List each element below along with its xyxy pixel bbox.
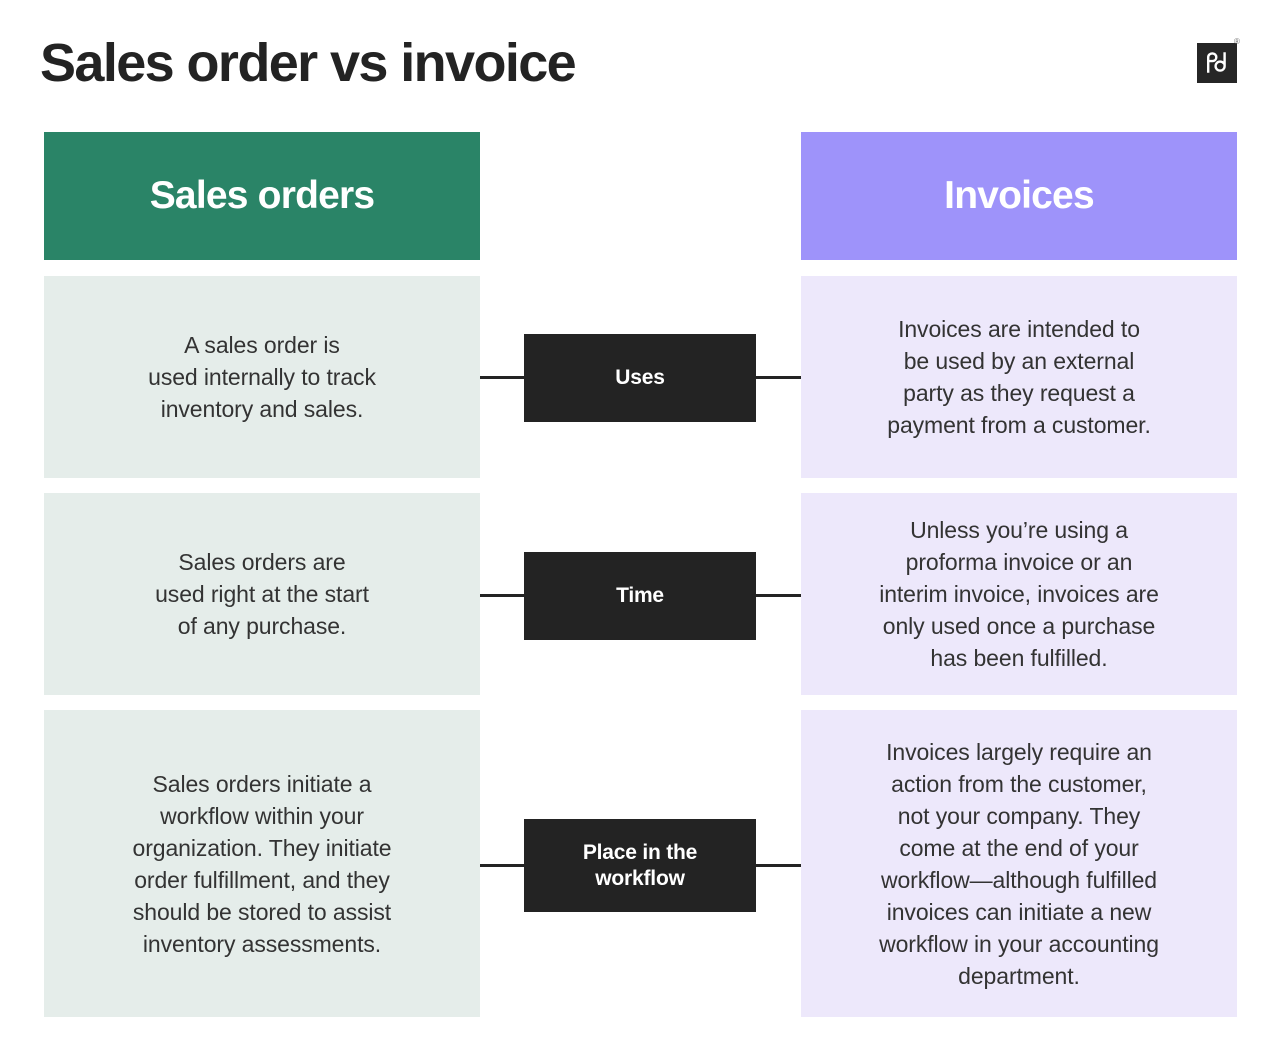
table-cell-left-place-in-the-workflow: Sales orders initiate a workflow within …: [44, 710, 480, 1017]
connector-line-left: [480, 376, 524, 379]
table-cell-right-time: Unless you’re using a proforma invoice o…: [801, 493, 1237, 695]
connector-line-right: [756, 594, 801, 597]
cell-text: Invoices are intended to be used by an e…: [887, 316, 1151, 438]
column-header-invoices: Invoices: [801, 132, 1237, 260]
connector-line-left: [480, 594, 524, 597]
column-header-sales-orders: Sales orders: [44, 132, 480, 260]
criterion-label: Time: [616, 584, 664, 607]
criterion-badge-uses: Uses: [524, 334, 756, 422]
registered-trademark-mark: ®: [1234, 37, 1240, 46]
criterion-label: Uses: [615, 366, 665, 389]
cell-text: Invoices largely require an action from …: [879, 738, 1159, 989]
connector-line-right: [756, 376, 801, 379]
table-cell-right-uses: Invoices are intended to be used by an e…: [801, 276, 1237, 478]
criterion-badge-time: Time: [524, 552, 756, 640]
criterion-label: Place in the workflow: [582, 840, 698, 890]
connector-line-left: [480, 864, 524, 867]
cell-text: A sales order is used internally to trac…: [148, 332, 376, 422]
column-header-label: Sales orders: [149, 174, 375, 217]
cell-text: Sales orders are used right at the start…: [155, 549, 369, 639]
table-cell-left-time: Sales orders are used right at the start…: [44, 493, 480, 695]
cell-text: Sales orders initiate a workflow within …: [132, 770, 392, 957]
table-cell-left-uses: A sales order is used internally to trac…: [44, 276, 480, 478]
criterion-badge-place-in-the-workflow: Place in the workflow: [524, 819, 756, 912]
page-header: Sales order vs invoice ®: [0, 0, 1280, 122]
page-title: Sales order vs invoice: [40, 33, 577, 93]
pandadoc-logo-icon: [1197, 43, 1237, 83]
cell-text: Unless you’re using a proforma invoice o…: [879, 517, 1159, 671]
column-header-label: Invoices: [944, 174, 1094, 217]
connector-line-right: [756, 864, 801, 867]
table-cell-right-place-in-the-workflow: Invoices largely require an action from …: [801, 710, 1237, 1017]
